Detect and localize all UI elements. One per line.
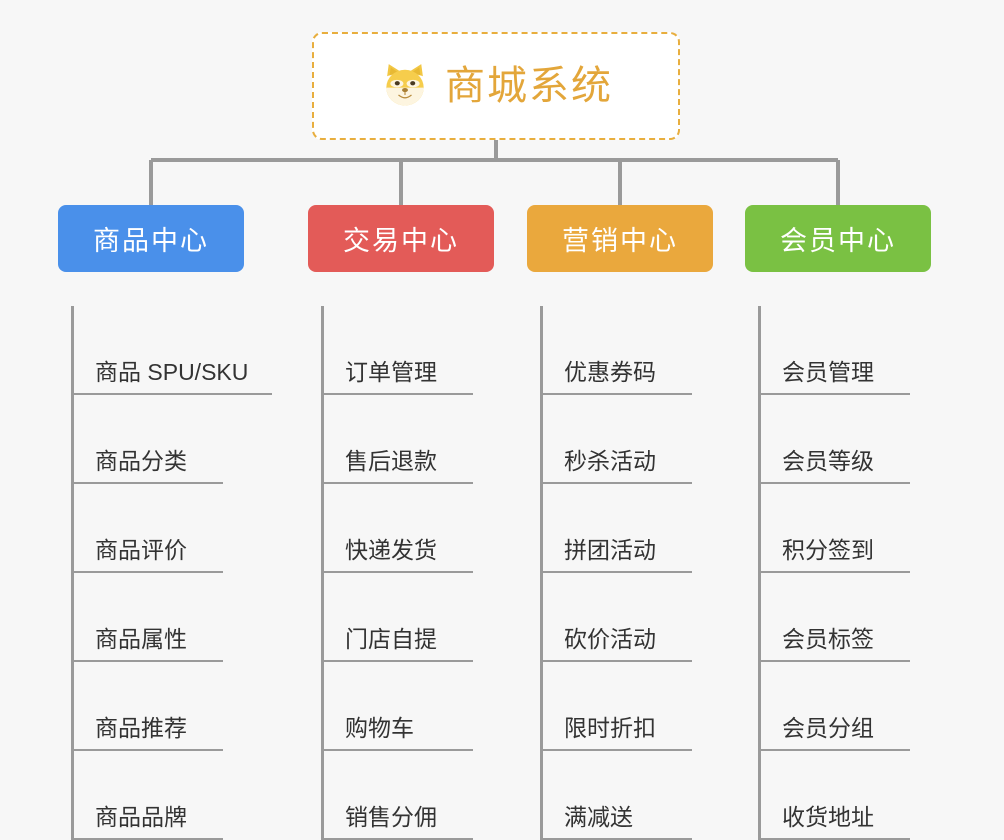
- leaf-item[interactable]: 商品品牌: [73, 751, 223, 840]
- shiba-dog-icon: [379, 60, 431, 112]
- leaf-label: 会员等级: [782, 448, 874, 475]
- branch-label: 商品中心: [93, 226, 209, 256]
- leaf-label: 商品推荐: [95, 715, 187, 742]
- leaf-item[interactable]: 秒杀活动: [542, 395, 692, 484]
- leaf-item[interactable]: 购物车: [323, 662, 473, 751]
- leaf-item[interactable]: 商品属性: [73, 573, 223, 662]
- leaf-item[interactable]: 积分签到: [760, 484, 910, 573]
- leaf-spine: [540, 306, 543, 840]
- branch-label: 交易中心: [343, 226, 459, 256]
- leaf-item[interactable]: 会员标签: [760, 573, 910, 662]
- leaf-item[interactable]: 门店自提: [323, 573, 473, 662]
- leaf-spine: [758, 306, 761, 840]
- leaf-label: 销售分佣: [345, 804, 437, 831]
- leaf-item[interactable]: 收货地址: [760, 751, 910, 840]
- leaf-item[interactable]: 满减送: [542, 751, 692, 840]
- leaf-list-product-center: 商品 SPU/SKU 商品分类 商品评价 商品属性 商品推荐 商品品牌: [58, 306, 273, 840]
- leaf-item[interactable]: 商品分类: [73, 395, 223, 484]
- leaf-item[interactable]: 砍价活动: [542, 573, 692, 662]
- branch-header-product-center[interactable]: 商品中心: [58, 205, 244, 272]
- leaf-item[interactable]: 优惠券码: [542, 306, 692, 395]
- leaf-item[interactable]: 商品评价: [73, 484, 223, 573]
- leaf-item[interactable]: 售后退款: [323, 395, 473, 484]
- leaf-label: 商品 SPU/SKU: [95, 359, 249, 386]
- leaf-item[interactable]: 快递发货: [323, 484, 473, 573]
- leaf-label: 会员标签: [782, 626, 874, 653]
- leaf-list-trade-center: 订单管理 售后退款 快递发货 门店自提 购物车 销售分佣: [308, 306, 494, 840]
- leaf-label: 满减送: [564, 804, 633, 831]
- branch-product-center: 商品中心 商品 SPU/SKU 商品分类 商品评价 商品属性 商品推荐 商品品牌: [58, 205, 273, 840]
- leaf-label: 门店自提: [345, 626, 437, 653]
- leaf-label: 积分签到: [782, 537, 874, 564]
- leaf-item[interactable]: 限时折扣: [542, 662, 692, 751]
- leaf-label: 购物车: [345, 715, 414, 742]
- leaf-label: 售后退款: [345, 448, 437, 475]
- leaf-label: 优惠券码: [564, 359, 656, 386]
- leaf-item[interactable]: 销售分佣: [323, 751, 473, 840]
- branch-header-trade-center[interactable]: 交易中心: [308, 205, 494, 272]
- root-title: 商城系统: [445, 64, 613, 108]
- leaf-label: 会员管理: [782, 359, 874, 386]
- leaf-item[interactable]: 会员管理: [760, 306, 910, 395]
- leaf-label: 商品分类: [95, 448, 187, 475]
- leaf-list-member-center: 会员管理 会员等级 积分签到 会员标签 会员分组 收货地址: [745, 306, 931, 840]
- branch-header-marketing-center[interactable]: 营销中心: [527, 205, 713, 272]
- leaf-label: 订单管理: [345, 359, 437, 386]
- leaf-label: 秒杀活动: [564, 448, 656, 475]
- leaf-list-marketing-center: 优惠券码 秒杀活动 拼团活动 砍价活动 限时折扣 满减送: [527, 306, 713, 840]
- branch-label: 营销中心: [562, 226, 678, 256]
- leaf-label: 商品评价: [95, 537, 187, 564]
- leaf-item[interactable]: 商品 SPU/SKU: [73, 306, 273, 395]
- leaf-label: 商品品牌: [95, 804, 187, 831]
- leaf-item[interactable]: 会员分组: [760, 662, 910, 751]
- leaf-item[interactable]: 商品推荐: [73, 662, 223, 751]
- leaf-label: 砍价活动: [564, 626, 656, 653]
- leaf-spine: [321, 306, 324, 840]
- branch-header-member-center[interactable]: 会员中心: [745, 205, 931, 272]
- leaf-label: 拼团活动: [564, 537, 656, 564]
- branch-label: 会员中心: [780, 226, 896, 256]
- branch-trade-center: 交易中心 订单管理 售后退款 快递发货 门店自提 购物车 销售分佣: [308, 205, 494, 840]
- branch-member-center: 会员中心 会员管理 会员等级 积分签到 会员标签 会员分组 收货地址: [745, 205, 931, 840]
- leaf-item[interactable]: 会员等级: [760, 395, 910, 484]
- leaf-spine: [71, 306, 74, 840]
- leaf-label: 会员分组: [782, 715, 874, 742]
- root-node[interactable]: 商城系统: [312, 32, 680, 140]
- leaf-label: 限时折扣: [564, 715, 656, 742]
- leaf-item[interactable]: 订单管理: [323, 306, 473, 395]
- leaf-label: 商品属性: [95, 626, 187, 653]
- leaf-item[interactable]: 拼团活动: [542, 484, 692, 573]
- leaf-label: 快递发货: [345, 537, 437, 564]
- leaf-label: 收货地址: [782, 804, 874, 831]
- branch-marketing-center: 营销中心 优惠券码 秒杀活动 拼团活动 砍价活动 限时折扣 满减送: [527, 205, 713, 840]
